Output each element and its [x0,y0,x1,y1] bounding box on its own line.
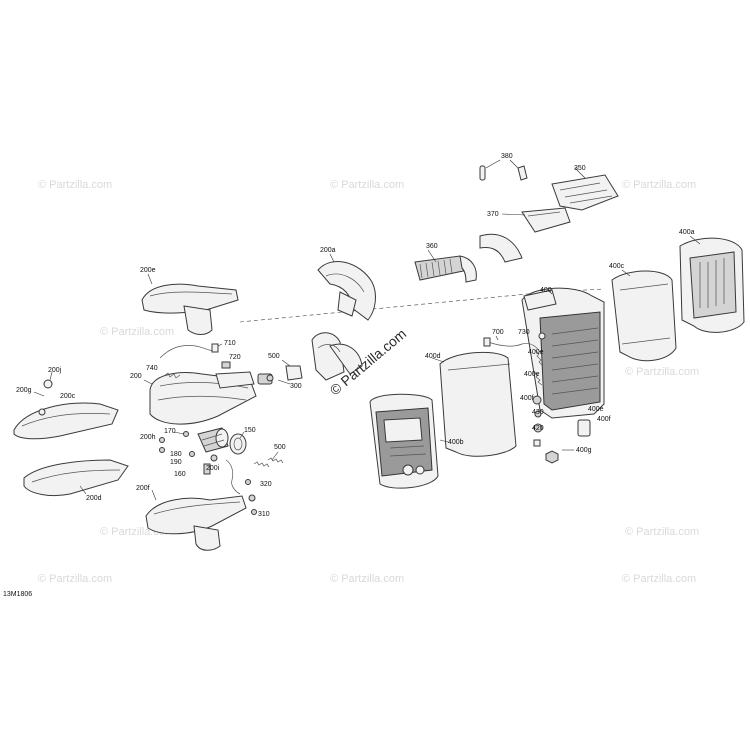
part-740-spring[interactable] [163,372,181,379]
label-200g: 200g [16,387,32,394]
part-380-clips[interactable] [479,159,528,181]
part-200a-upper-shield[interactable] [317,253,376,321]
diagram-code: 13M1806 [3,591,32,598]
label-400c: 400c [609,263,625,270]
label-190: 190 [170,459,182,466]
label-400d: 400d [425,353,441,360]
label-160: 160 [174,471,186,478]
part-200i-bracket[interactable] [225,459,251,495]
watermark: © Partzilla.com [38,573,112,585]
label-400e-1: 400e [528,349,544,356]
label-170: 170 [164,428,176,435]
watermark: © Partzilla.com [625,366,699,378]
part-400d-side-panel[interactable] [431,351,517,457]
label-400f-2: 400f [597,416,611,423]
part-flange-pipe[interactable] [197,427,229,453]
label-710: 710 [224,340,236,347]
watermark: © Partzilla.com [622,179,696,191]
part-500-300-connector[interactable] [257,359,303,385]
watermark: © Partzilla.com [330,179,404,191]
label-300: 300 [290,383,302,390]
label-400a: 400a [679,229,695,236]
watermark-grid: © Partzilla.com © Partzilla.com © Partzi… [38,179,699,585]
label-200c: 200c [60,393,76,400]
part-400-main-muffler[interactable] [521,287,605,437]
label-200: 200 [130,373,142,380]
part-shield-lower[interactable] [311,332,363,381]
label-200e: 200e [140,267,156,274]
label-720: 720 [229,354,241,361]
part-200e-top-shield[interactable] [141,273,239,335]
label-360: 360 [426,243,438,250]
part-200f-bottom-shield[interactable] [145,489,257,551]
label-200d: 200d [86,495,102,502]
label-320: 320 [260,481,272,488]
part-360-flex-pipe[interactable] [414,249,477,283]
part-200-main-silencer[interactable] [143,371,257,425]
part-200d-lower-guard[interactable] [23,459,129,497]
part-170-190-fasteners[interactable] [159,431,218,475]
part-labels: 380 350 370 360 400a 400c 200a 400 700 7… [16,153,695,518]
label-370: 370 [487,211,499,218]
label-200j: 200j [48,367,62,374]
watermark: © Partzilla.com [38,179,112,191]
label-400e-2: 400e [524,371,540,378]
label-150: 150 [244,427,256,434]
label-400b: 400b [448,439,464,446]
muffler-hardware[interactable] [532,332,574,464]
label-700: 700 [492,329,504,336]
label-200i: 200i [206,465,220,472]
label-730: 730 [518,329,530,336]
label-500-1: 500 [268,353,280,360]
part-350-heat-shield[interactable] [551,167,619,211]
label-430: 430 [532,409,544,416]
part-400a-muffler-cover[interactable] [679,235,745,333]
assembly-axis-line [239,291,549,323]
label-350: 350 [574,165,586,172]
label-740: 740 [146,365,158,372]
part-700-sensor[interactable] [483,335,541,353]
label-400e-3: 400e [588,406,604,413]
part-720-sensor[interactable] [221,361,231,369]
label-180: 180 [170,451,182,458]
watermark: © Partzilla.com [330,573,404,585]
label-310: 310 [258,511,270,518]
label-400g: 400g [576,447,592,454]
part-400c-muffler-plate[interactable] [611,269,677,362]
watermark: © Partzilla.com [100,326,174,338]
watermark: © Partzilla.com [622,573,696,585]
part-200c-lower-shield[interactable] [13,371,119,440]
label-200a: 200a [320,247,336,254]
label-420: 420 [532,425,544,432]
label-380: 380 [501,153,513,160]
label-500-2: 500 [274,444,286,451]
part-500-springs[interactable] [253,451,284,468]
label-400: 400 [540,287,552,294]
part-400b-muffler-body[interactable] [369,393,449,489]
label-400f-1: 400f [520,395,534,402]
part-710-wire[interactable] [159,343,223,359]
part-150-gasket[interactable] [229,431,247,455]
watermark: © Partzilla.com [625,526,699,538]
label-200h: 200h [140,434,156,441]
label-200f: 200f [136,485,150,492]
part-370-pipe-elbow[interactable] [479,207,571,263]
